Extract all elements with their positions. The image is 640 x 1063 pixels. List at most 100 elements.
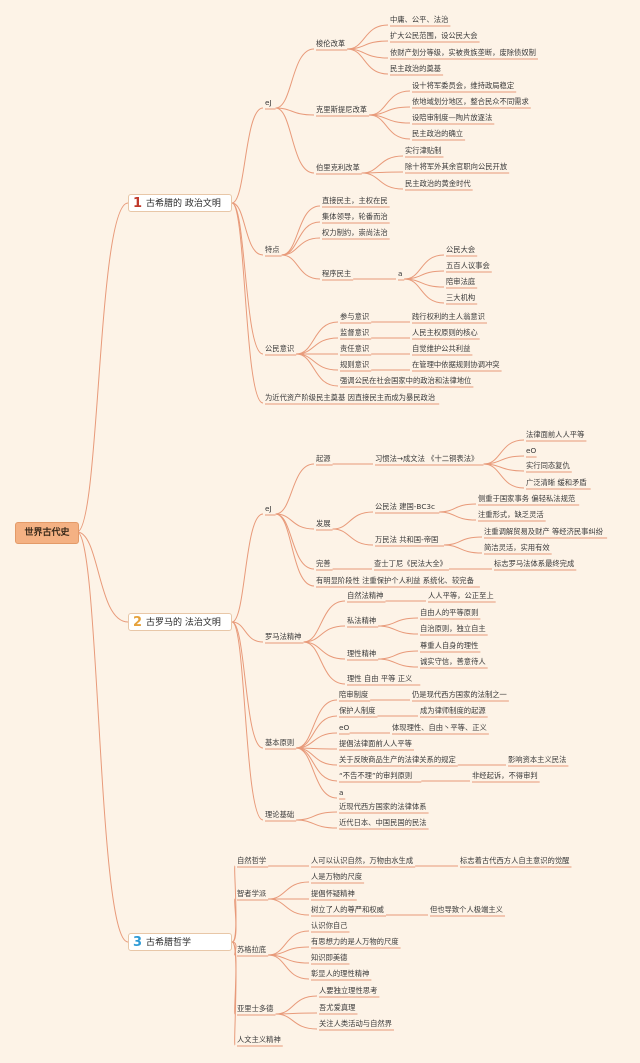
mindmap-node[interactable]: 基本原则	[265, 738, 295, 747]
mindmap-node[interactable]: 苏格拉底	[237, 945, 267, 954]
mindmap-node[interactable]: 但也导致个人极端主义	[430, 905, 503, 914]
mindmap-node[interactable]: 梭伦改革	[316, 39, 346, 48]
mindmap-node[interactable]: 自然哲学	[237, 856, 267, 865]
mindmap-node[interactable]: 自然法精神	[347, 591, 384, 600]
mindmap-node[interactable]: a	[339, 788, 344, 797]
mindmap-node[interactable]: 提倡怀疑精神	[311, 889, 355, 898]
mindmap-node[interactable]: 理性 自由 平等 正义	[347, 674, 413, 683]
mindmap-node[interactable]: 标志罗马法体系最终完成	[494, 559, 575, 568]
mindmap-node[interactable]: 查士丁尼《民法大全》	[374, 559, 447, 568]
mindmap-node[interactable]: 私法精神	[347, 616, 377, 625]
mindmap-node[interactable]: 起源	[316, 454, 331, 463]
mindmap-node[interactable]: 自觉维护公共利益	[412, 344, 471, 353]
mindmap-node[interactable]: 程序民主	[322, 269, 352, 278]
mindmap-node[interactable]: 为近代资产阶级民主奠基 因直接民主而成为暴民政治	[265, 393, 436, 402]
mindmap-node[interactable]: 规则意识	[340, 360, 370, 369]
mindmap-node[interactable]: 体现理性、自由丶平等、正义	[392, 723, 487, 732]
mindmap-node[interactable]: 成为律师制度的起源	[420, 706, 486, 715]
mindmap-node[interactable]: 注重调解贸易及财产 等经济民事纠纷	[484, 527, 604, 536]
mindmap-node[interactable]: 广泛清晰 缓和矛盾	[526, 478, 587, 487]
mindmap-node[interactable]: 完善	[316, 559, 331, 568]
mindmap-node[interactable]: eO	[339, 723, 350, 732]
mindmap-node[interactable]: eJ	[265, 98, 272, 107]
mindmap-node[interactable]: 公民法 建国-BC3c	[375, 502, 436, 511]
mindmap-node[interactable]: 陪审制度	[339, 690, 369, 699]
mindmap-node[interactable]: 实行津贴制	[405, 146, 442, 155]
mindmap-node[interactable]: eO	[526, 446, 537, 455]
mindmap-node[interactable]: 依地域划分地区，整合民众不同需求	[412, 97, 529, 106]
mindmap-node[interactable]: 设十将军委员会，维持政局稳定	[412, 81, 515, 90]
mindmap-node[interactable]: 智者学派	[237, 889, 267, 898]
mindmap-node[interactable]: 非经起诉，不得审判	[472, 771, 538, 780]
mindmap-node[interactable]: 仍是现代西方国家的法制之一	[412, 690, 507, 699]
mindmap-node[interactable]: 强调公民在社会国家中的政治和法律地位	[340, 376, 472, 385]
mindmap-node[interactable]: 保护人制度	[339, 706, 376, 715]
mindmap-node[interactable]: 民主政治的黄金时代	[405, 179, 471, 188]
mindmap-node[interactable]: 人民主权原则的核心	[412, 328, 478, 337]
mindmap-node[interactable]: 人要独立理性思考	[319, 986, 378, 995]
mindmap-node[interactable]: 践行权利的主人翁意识	[412, 312, 485, 321]
mindmap-node[interactable]: 特点	[265, 245, 280, 254]
mindmap-node[interactable]: 近代日本、中国民国的民法	[339, 818, 427, 827]
mindmap-node[interactable]: 有明显阶段性 注重保护个人利益 系统化、较完备	[316, 576, 474, 585]
mindmap-node[interactable]: 中庸、公平、法治	[390, 15, 449, 24]
mindmap-node[interactable]: 陪审法庭	[446, 277, 476, 286]
mindmap-node[interactable]: 责任意识	[340, 344, 370, 353]
mindmap-node[interactable]: 注重形式，缺乏灵活	[478, 510, 544, 519]
mindmap-node[interactable]: 关于反映商品生产的法律关系的规定	[339, 755, 456, 764]
mindmap-node[interactable]: 尊重人自身的理性	[420, 641, 479, 650]
mindmap-node[interactable]: 除十将军外其余官职向公民开放	[405, 162, 508, 171]
mindmap-node[interactable]: 人是万物的尺度	[311, 872, 363, 881]
mindmap-node[interactable]: 关注人类活动与自然界	[319, 1019, 392, 1028]
mindmap-node[interactable]: 自治原则，独立自主	[420, 624, 486, 633]
mindmap-node[interactable]: 树立了人的尊严和权威	[311, 905, 384, 914]
mindmap-node[interactable]: 实行同态复仇	[526, 461, 570, 470]
mindmap-node[interactable]: 集体领导，轮番而治	[322, 212, 388, 221]
mindmap-node[interactable]: 吾尤爱真理	[319, 1003, 356, 1012]
mindmap-node[interactable]: 发展	[316, 519, 331, 528]
mindmap-node[interactable]: 侧重于国家事务 偏轻私法规范	[478, 494, 576, 503]
mindmap-node[interactable]: 克里斯提尼改革	[316, 105, 368, 114]
mindmap-node[interactable]: 简洁灵活，实用有效	[484, 543, 550, 552]
mindmap-node[interactable]: 法律面前人人平等	[526, 430, 585, 439]
mindmap-node[interactable]: 民主政治的奠基	[390, 64, 442, 73]
mindmap-node[interactable]: 人人平等，公正至上	[428, 591, 494, 600]
mindmap-node[interactable]: 近现代西方国家的法律体系	[339, 802, 427, 811]
mindmap-node[interactable]: 三大机构	[446, 293, 476, 302]
mindmap-node[interactable]: 监督意识	[340, 328, 370, 337]
mindmap-node[interactable]: 有思想力的是人万物的尺度	[311, 937, 399, 946]
mindmap-node[interactable]: 万民法 共和国-帝国	[375, 535, 439, 544]
mindmap-node[interactable]: 习惯法→成文法 《十二铜表法》	[375, 454, 479, 463]
mindmap-node[interactable]: 参与意识	[340, 312, 370, 321]
mindmap-node[interactable]: 理论基础	[265, 810, 295, 819]
mindmap-node[interactable]: 人可以认识自然，万物由水生成	[311, 856, 414, 865]
mindmap-node[interactable]: 标志着古代西方人自主意识的觉醒	[460, 856, 570, 865]
mindmap-node[interactable]: 彰显人的理性精神	[311, 969, 370, 978]
mindmap-node[interactable]: 公民意识	[265, 344, 295, 353]
mindmap-node[interactable]: 权力制约，崇尚法治	[322, 228, 388, 237]
mindmap-node[interactable]: 自由人的平等原则	[420, 608, 479, 617]
mindmap-node[interactable]: 依财产划分等级，实被贵族垄断，废除债奴制	[390, 48, 536, 57]
mindmap-node[interactable]: a	[398, 269, 403, 278]
mindmap-node[interactable]: 罗马法精神	[265, 632, 302, 641]
mindmap-node[interactable]: 诚实守信，善意待人	[420, 657, 486, 666]
mindmap-node[interactable]: 设陪审制度—陶片放逐法	[412, 113, 493, 122]
mindmap-node[interactable]: 伯里克利改革	[316, 163, 360, 172]
root-node[interactable]: 世界古代史	[15, 522, 79, 544]
mindmap-node[interactable]: 提倡法律面前人人平等	[339, 739, 412, 748]
mindmap-node[interactable]: 公民大会	[446, 245, 476, 254]
mindmap-node[interactable]: 五百人议事会	[446, 261, 490, 270]
mindmap-node[interactable]: 理性精神	[347, 649, 377, 658]
mindmap-node[interactable]: 扩大公民范围，设公民大会	[390, 31, 478, 40]
mindmap-node[interactable]: 在管理中依据规则协调冲突	[412, 360, 500, 369]
mindmap-node[interactable]: 影响资本主义民法	[508, 755, 567, 764]
mindmap-node[interactable]: 亚里士多德	[237, 1004, 274, 1013]
mindmap-node[interactable]: 认识你自己	[311, 921, 348, 930]
mindmap-node[interactable]: 民主政治的确立	[412, 129, 464, 138]
mindmap-node[interactable]: 直接民主，主权在民	[322, 196, 388, 205]
mindmap-node[interactable]: 知识即美德	[311, 953, 348, 962]
mindmap-node[interactable]: eJ	[265, 504, 272, 513]
mindmap-node[interactable]: “不告不理”的审判原则	[339, 771, 413, 780]
